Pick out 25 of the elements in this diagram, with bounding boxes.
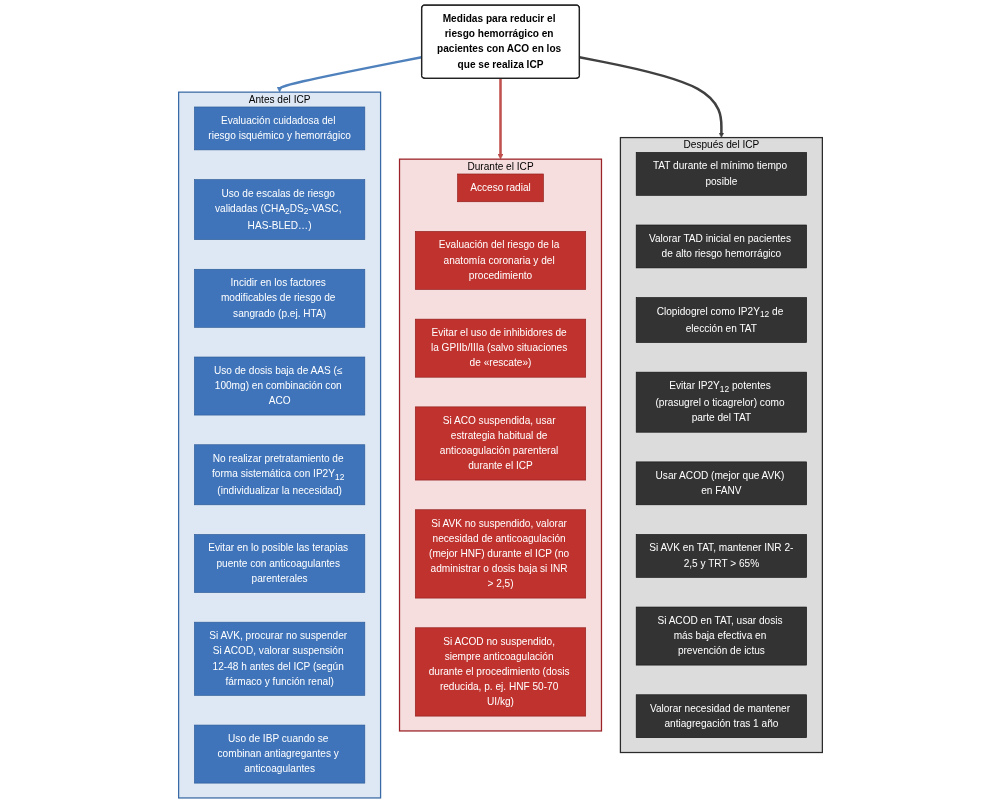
node-box: Evitar en lo posible las terapias puente con anticoagulantes parenterales xyxy=(194,534,366,593)
node-box: Evaluación del riesgo de la anatomía coronaria y del procedimiento xyxy=(415,231,586,290)
node-box: Si ACOD no suspendido, siempre anticoagulación durante el procedimiento (dosis reducida, p. ej. HNF 50-70 UI/kg) xyxy=(415,627,586,717)
node-box: Uso de IBP cuando se combinan antiagregantes y anticoagulantes xyxy=(194,724,366,784)
arrow xyxy=(276,55,422,93)
node-box: Evaluación cuidadosa del riesgo isquémico y hemorrágico xyxy=(194,106,366,151)
node-box: Valorar TAD inicial en pacientes de alto riesgo hemorrágico xyxy=(635,224,807,269)
node-box: Uso de escalas de riesgo validadas (CHA$_{2}$DS$_{2}$-VASC, HAS-BLED…) xyxy=(194,179,366,240)
node-box: Si ACOD en TAT, usar dosis más baja efectiva en prevención de ictus xyxy=(635,606,807,666)
node-box: Si AVK en TAT, mantener INR 2-2,5 y TRT > 65% xyxy=(635,534,807,578)
node-box: Uso de dosis baja de AAS (≤ 100mg) en combinación con ACO xyxy=(194,356,366,416)
node-box: Valorar necesidad de mantener antiagregación tras 1 año xyxy=(635,694,807,738)
node-box: TAT durante el mínimo tiempo posible xyxy=(635,152,807,196)
node-box: Acceso radial xyxy=(457,173,544,203)
node-box: Si ACO suspendida, usar estrategia habitual de anticoagulación parenteral durante el ICP xyxy=(415,406,586,481)
node-box: No realizar pretratamiento de forma sistemática con IP2Y$_{12}$ (individualizar la necesidad) xyxy=(194,444,366,506)
node-box: Si AVK no suspendido, valorar necesidad de anticoagulación (mejor HNF) durante el ICP (no administrar o dosis baja si INR > 2,5) xyxy=(415,509,586,599)
node-box: Si AVK, procurar no suspender Si ACOD, valorar suspensión 12-48 h antes del ICP (según fármaco y función renal) xyxy=(194,621,366,696)
node-box: Usar ACOD (mejor que AVK) en FANV xyxy=(635,461,807,506)
arrow xyxy=(579,55,725,138)
node-box: Incidir en los factores modificables de riesgo de sangrado (p.ej. HTA) xyxy=(194,268,366,328)
node-box: Evitar el uso de inhibidores de la GPIIb/IIIa (salvo situaciones de «rescate») xyxy=(415,318,586,378)
node-box: Evitar IP2Y$_{12}$ potentes (prasugrel o ticagrelor) como parte del TAT xyxy=(635,371,807,433)
node-box: Clopidogrel como IP2Y$_{12}$ de elección en TAT xyxy=(635,297,807,343)
arrow xyxy=(497,78,504,160)
